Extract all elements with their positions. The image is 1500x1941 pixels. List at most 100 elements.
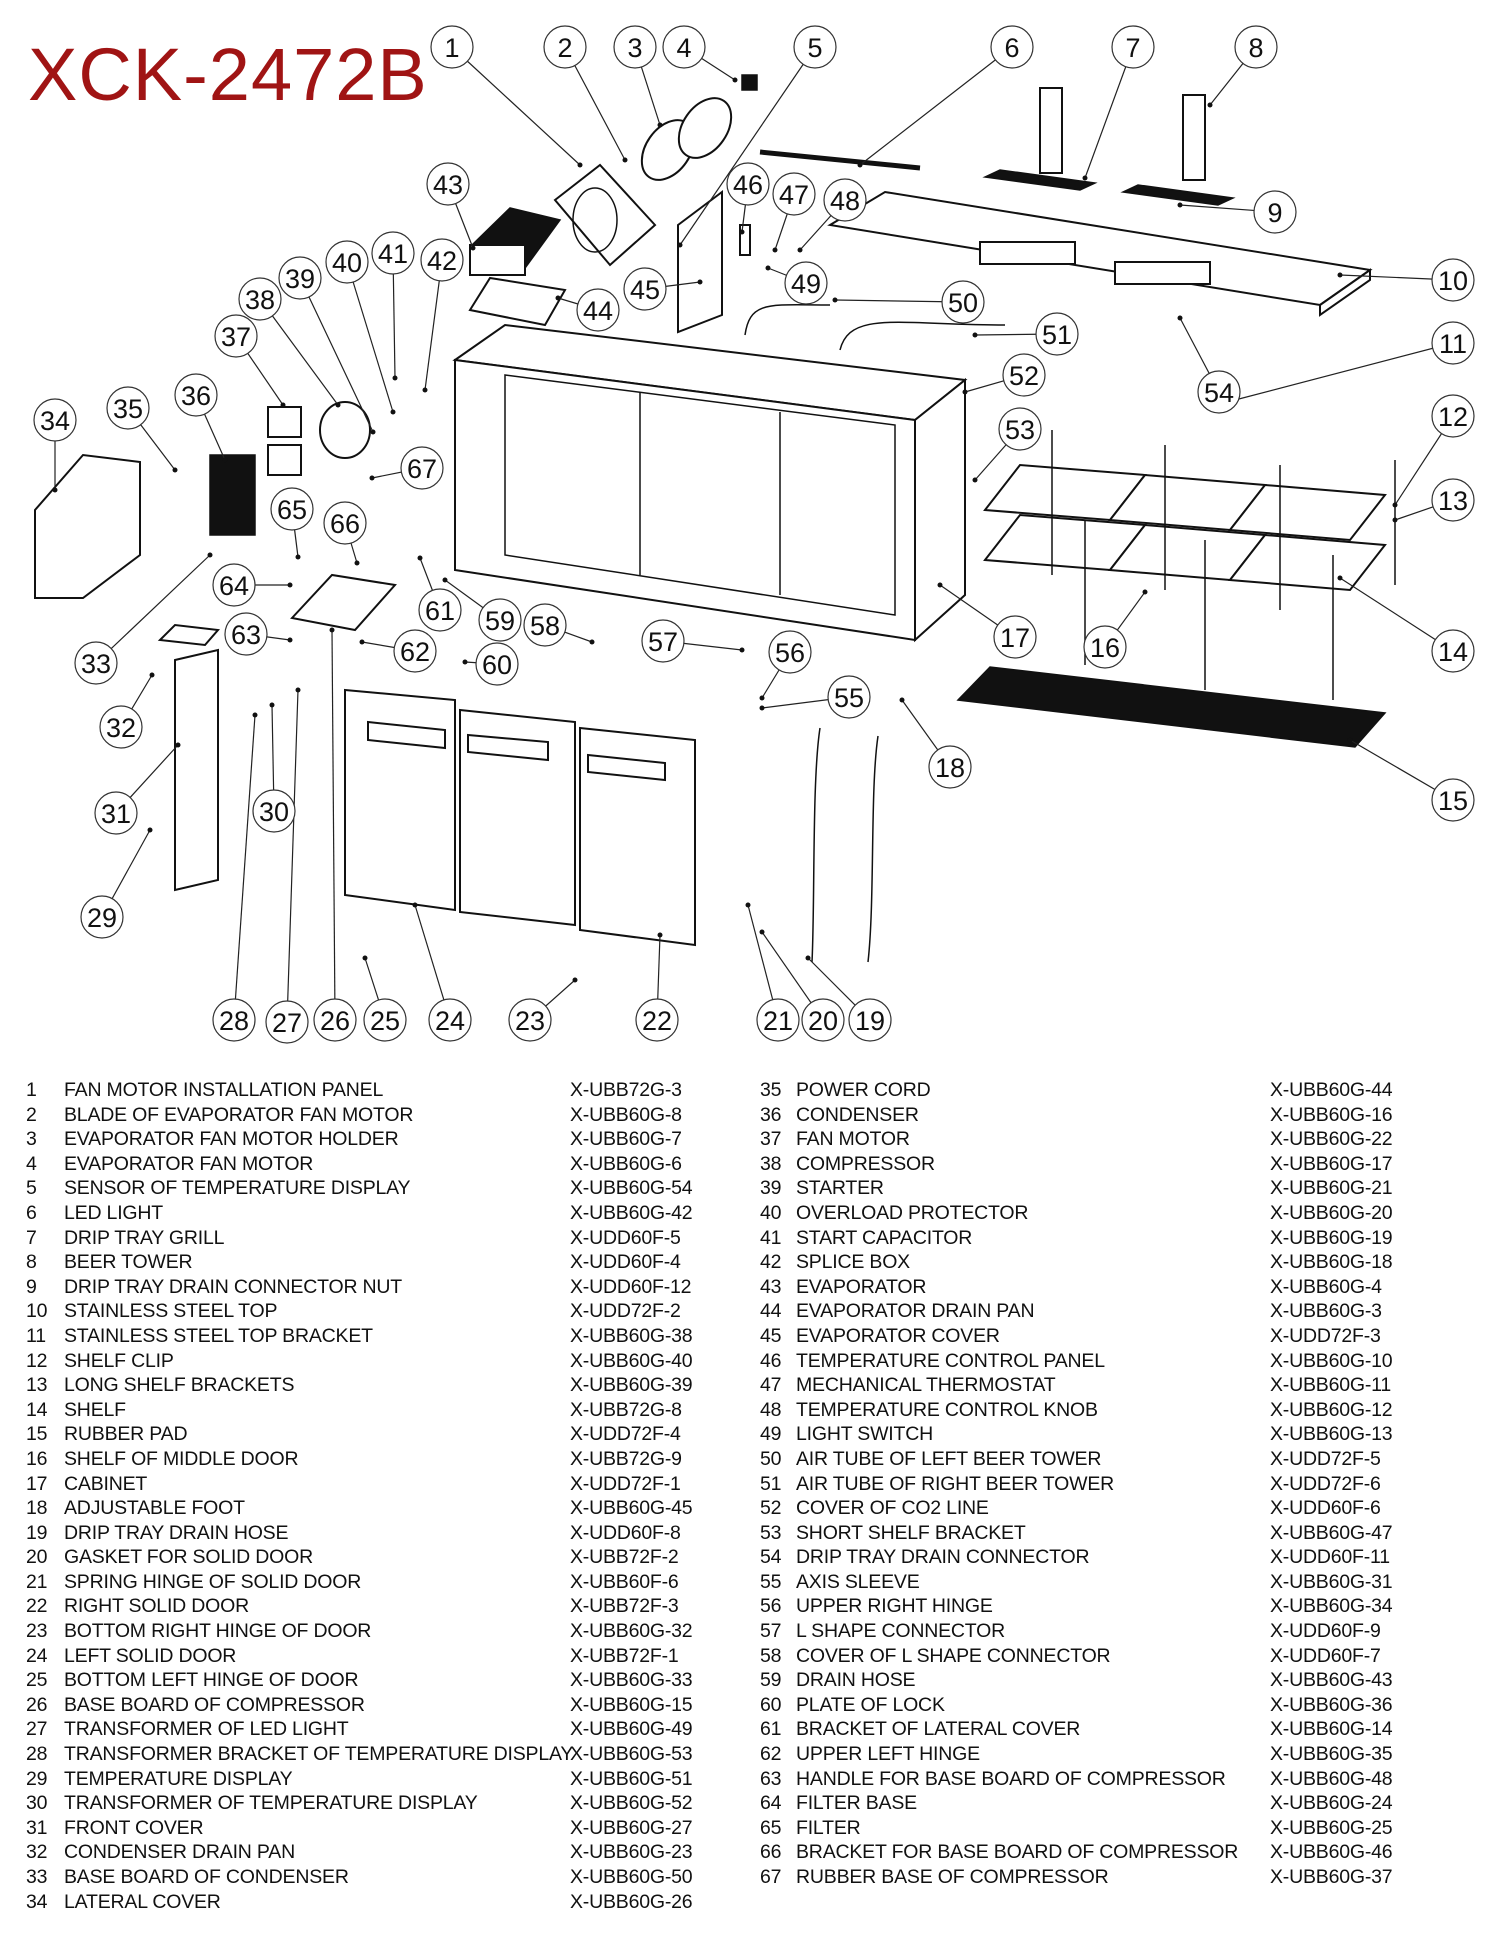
part-code: X-UBB60G-54 [570,1177,693,1200]
fan-motor-installation-panel [553,163,657,267]
callout-8: 8 [1234,25,1278,69]
leader-arrowhead [677,242,683,248]
part-name: LONG SHELF BRACKETS [64,1374,295,1397]
callout-45: 45 [623,267,667,311]
leader-line [424,259,443,391]
part-name: EVAPORATOR FAN MOTOR HOLDER [64,1128,399,1151]
drip-tray-drain-hose [811,727,821,963]
part-name: TRANSFORMER OF TEMPERATURE DISPLAY [64,1792,478,1815]
part-number: 7 [26,1226,37,1249]
callout-4: 4 [662,25,706,69]
leader-arrowhead [622,157,628,163]
callout-circle [371,231,415,275]
leader-arrowhead [972,477,978,483]
callout-27: 27 [265,1000,309,1044]
leader-arrowhead [280,402,286,408]
callout-circle [1002,353,1046,397]
part-number: 5 [26,1177,37,1200]
part-number: 22 [26,1595,48,1618]
callout-10: 10 [1431,258,1475,302]
part-name: PLATE OF LOCK [796,1693,945,1716]
part-code: X-UBB60G-44 [1270,1079,1393,1101]
leader-arrowhead [207,552,213,558]
callout-circle [418,588,462,632]
leader-arrowhead [422,387,428,393]
part-number: 59 [760,1669,782,1692]
part-number: 18 [26,1497,48,1520]
callout-number: 39 [285,264,315,294]
part-code: X-UBB60G-37 [1270,1866,1393,1888]
callout-circle [1197,370,1241,414]
callout-number: 24 [435,1006,465,1036]
callout-58: 58 [523,603,567,647]
callout-circle [990,25,1034,69]
leader-arrowhead [805,955,811,961]
callout-number: 17 [1000,623,1030,653]
part-code: X-UBB60G-47 [1270,1521,1393,1544]
callout-17: 17 [993,615,1037,659]
callout-circle [420,238,464,282]
callout-number: 4 [676,33,691,63]
part-number: 66 [760,1841,782,1864]
callout-number: 66 [330,509,360,539]
callout-circle [174,373,218,417]
callout-circle [1234,25,1278,69]
callout-number: 5 [807,33,822,63]
part-name: EVAPORATOR FAN MOTOR [64,1152,314,1175]
part-name: DRAIN HOSE [796,1669,916,1692]
part-name: RIGHT SOLID DOOR [64,1595,249,1618]
part-name: TRANSFORMER BRACKET OF TEMPERATURE DISPL… [64,1743,574,1766]
part-number: 61 [760,1718,782,1741]
leader-arrowhead [1337,272,1343,278]
callout-number: 65 [277,495,307,525]
part-name: CABINET [64,1472,148,1495]
part-number: 36 [760,1103,782,1126]
part-name: EVAPORATOR [796,1275,927,1298]
callout-37: 37 [214,314,258,358]
callout-40: 40 [325,240,369,284]
leader-arrowhead [759,695,765,701]
drip-tray-opening [1114,261,1211,285]
part-name: UPPER RIGHT HINGE [796,1595,993,1618]
part-number: 13 [26,1374,48,1397]
callout-circle [848,998,892,1042]
callout-circle [993,615,1037,659]
callout-34: 34 [33,398,77,442]
callout-circle [801,998,845,1042]
callout-46: 46 [726,162,770,206]
leader-arrowhead [745,902,751,908]
part-code: X-UBB60G-32 [570,1620,693,1643]
callout-64: 64 [212,563,256,607]
callout-41: 41 [371,231,415,275]
part-number: 26 [26,1693,48,1716]
part-number: 25 [26,1669,48,1692]
part-number: 30 [26,1792,48,1815]
part-code: X-UDD60F-4 [570,1251,681,1274]
callout-28: 28 [212,998,256,1042]
part-number: 60 [760,1693,782,1716]
callout-2: 2 [543,25,587,69]
leader-arrowhead [797,247,803,253]
callout-67: 67 [400,446,444,490]
part-code: X-UBB60G-34 [1270,1595,1393,1618]
condenser [209,454,256,536]
callout-number: 34 [40,406,70,436]
part-number: 43 [760,1275,782,1298]
leader-line [451,46,581,166]
middle-solid-door [459,708,576,927]
part-name: FILTER [796,1816,861,1839]
callout-number: 18 [935,753,965,783]
part-name: EVAPORATOR COVER [796,1324,1000,1347]
part-code: X-UBB60G-13 [1270,1423,1393,1446]
part-number: 47 [760,1374,782,1397]
fan-motor [267,406,302,438]
part-number: 39 [760,1177,782,1200]
leader-line [1084,46,1134,179]
part-number: 3 [26,1128,37,1151]
leader-arrowhead [832,297,838,303]
part-number: 34 [26,1890,48,1913]
part-code: X-UBB60G-43 [1270,1669,1393,1692]
callout-circle [33,398,77,442]
callout-circle [212,563,256,607]
